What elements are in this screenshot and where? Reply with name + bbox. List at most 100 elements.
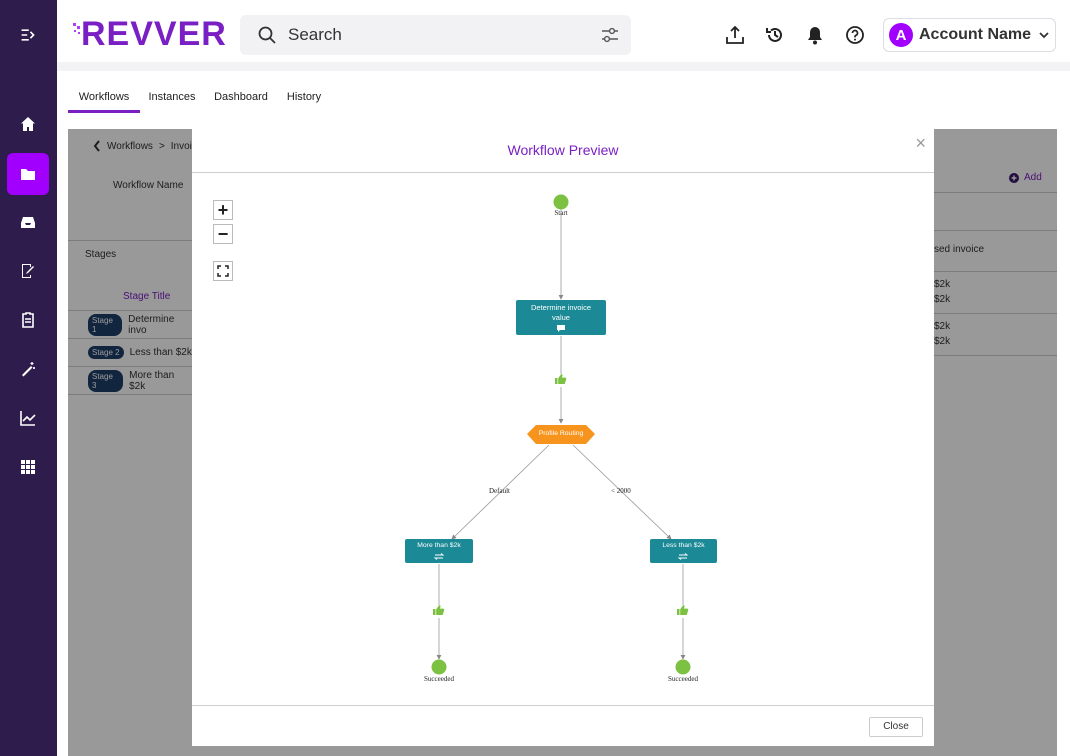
stage-badge: Stage 1 — [88, 313, 123, 336]
divider — [934, 313, 1057, 314]
add-button[interactable]: Add — [1009, 172, 1042, 183]
workflow-diagram — [405, 194, 717, 675]
divider — [934, 192, 1057, 193]
stage-row[interactable]: Stage 1 Determine invo — [68, 311, 192, 339]
right-stage-label: Less than $2k — [662, 542, 705, 549]
zoom-out-button[interactable]: − — [213, 224, 233, 244]
account-name: Account Name — [919, 26, 1032, 43]
start-label: Start — [554, 209, 568, 217]
stage-row[interactable]: Stage 2 Less than $2k — [68, 339, 192, 367]
comment-icon — [557, 325, 565, 332]
search-input[interactable]: Search — [288, 25, 342, 44]
tab-workflows[interactable]: Workflows — [68, 85, 140, 113]
stage-node-determine-invoice[interactable] — [516, 300, 606, 335]
condition-value: $2k — [934, 321, 951, 332]
stage1-title-line2: value — [552, 313, 570, 322]
inbox-icon[interactable] — [7, 201, 49, 243]
magic-wand-icon[interactable] — [7, 348, 49, 390]
end-label-left: Succeeded — [424, 675, 454, 683]
stage-title: More than $2k — [129, 369, 175, 392]
transfer-icon — [433, 553, 445, 560]
stage-node-more-than-2k[interactable] — [405, 539, 473, 563]
edge-router-default — [451, 444, 550, 540]
stage-title-header[interactable]: Stage Title — [123, 291, 171, 302]
breadcrumb-current: Invoic — [170, 140, 197, 152]
logo-text: REVVER — [81, 15, 227, 53]
left-nav — [0, 0, 57, 756]
search-bar[interactable]: Search — [240, 15, 631, 55]
breadcrumb-separator: > — [158, 140, 165, 152]
condition-value: $2k — [934, 279, 951, 290]
divider — [934, 355, 1057, 356]
fullscreen-icon — [217, 265, 229, 277]
modal-footer-divider — [192, 705, 934, 706]
approve-thumb-icon — [555, 374, 567, 384]
clipboard-icon[interactable] — [7, 299, 49, 341]
tab-history[interactable]: History — [286, 91, 322, 103]
plus-circle-icon — [1009, 172, 1019, 183]
divider — [68, 240, 192, 241]
edge-label-lt-2000: < 2000 — [611, 487, 631, 495]
help-icon[interactable] — [844, 24, 866, 46]
logo-mark-icon — [73, 23, 80, 34]
end-label-right: Succeeded — [668, 675, 698, 683]
edge-label-default: Default — [489, 487, 510, 495]
edge-router-lt2000 — [572, 444, 672, 540]
left-stage-label: More than $2k — [417, 542, 461, 549]
router-label: Profile Routing — [538, 430, 584, 437]
filter-sliders-icon[interactable] — [601, 27, 619, 43]
end-node[interactable] — [675, 659, 691, 675]
modal-title: Workflow Preview — [507, 142, 619, 158]
divider — [68, 310, 192, 311]
stage-badge: Stage 2 — [88, 346, 124, 359]
approve-thumb-icon — [433, 605, 445, 615]
account-menu[interactable]: A Account Name — [883, 18, 1056, 52]
description-text: sed invoice — [934, 244, 985, 255]
modal-header-divider — [192, 172, 934, 173]
close-icon[interactable]: × — [915, 133, 926, 153]
workflow-preview-modal: Workflow Preview × + − — [192, 129, 934, 746]
chevron-left-icon[interactable] — [93, 140, 101, 152]
stage-node-less-than-2k[interactable] — [650, 539, 717, 563]
divider — [934, 230, 1057, 231]
menu-toggle-icon[interactable] — [7, 14, 49, 56]
transfer-icon — [677, 553, 689, 560]
sign-document-icon[interactable] — [7, 250, 49, 292]
stage-row[interactable]: Stage 3 More than $2k — [68, 367, 192, 395]
workflow-name-label: Workflow Name — [113, 180, 184, 191]
approve-thumb-icon — [677, 605, 689, 615]
avatar: A — [889, 23, 913, 47]
folder-icon[interactable] — [7, 153, 49, 195]
start-node[interactable] — [553, 194, 569, 210]
stage-title: Determine invo — [128, 313, 175, 336]
add-label: Add — [1024, 172, 1042, 183]
analytics-icon[interactable] — [7, 397, 49, 439]
stage1-title: Determine invoice value — [516, 303, 606, 323]
close-button[interactable]: Close — [869, 717, 923, 737]
header-divider — [57, 62, 1070, 71]
condition-link[interactable]: $2k — [934, 294, 951, 305]
upload-icon[interactable] — [724, 24, 746, 46]
tab-instances[interactable]: Instances — [148, 91, 196, 103]
stage1-title-line1: Determine invoice — [530, 303, 592, 312]
condition-link[interactable]: $2k — [934, 336, 951, 347]
end-node[interactable] — [431, 659, 447, 675]
stage-title: Less than $2k — [129, 347, 192, 358]
divider — [934, 271, 1057, 272]
revver-logo[interactable]: REVVER — [73, 16, 227, 52]
fullscreen-button[interactable] — [213, 261, 233, 281]
history-icon[interactable] — [764, 24, 786, 46]
chevron-down-icon — [1039, 32, 1049, 39]
breadcrumb: Workflows > Invoic — [93, 140, 197, 152]
stages-label: Stages — [85, 249, 117, 260]
stage-badge: Stage 3 — [88, 369, 124, 392]
router-node[interactable] — [527, 425, 595, 444]
zoom-in-button[interactable]: + — [213, 200, 233, 220]
top-bar: REVVER Search A Account Name — [57, 0, 1070, 70]
home-icon[interactable] — [7, 103, 49, 145]
search-icon — [258, 26, 276, 44]
apps-grid-icon[interactable] — [7, 446, 49, 488]
breadcrumb-root[interactable]: Workflows — [107, 140, 153, 152]
bell-icon[interactable] — [804, 24, 826, 46]
tab-dashboard[interactable]: Dashboard — [214, 91, 268, 103]
